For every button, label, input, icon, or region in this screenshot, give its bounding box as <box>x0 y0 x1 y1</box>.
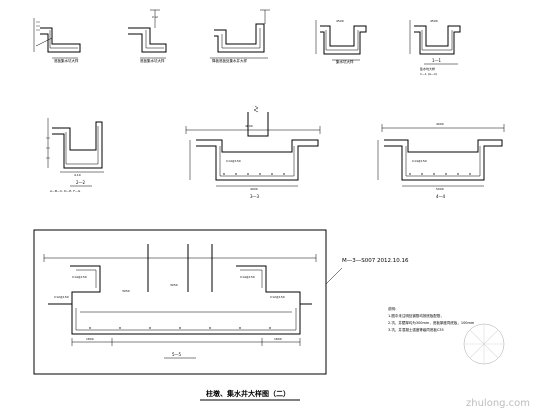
detail-7: 4000 C14@150 4000 3—3 <box>185 105 321 199</box>
sheet-title: 柱墩、集水井大样图（二） <box>206 389 290 398</box>
detail-8-rebar: C14@150 <box>412 159 427 163</box>
detail-7-rebar: C14@150 <box>226 159 241 163</box>
detail-4: 4500 集水坑大样 <box>315 19 367 64</box>
detail-1-caption: 底板集水坑大样 <box>54 58 79 63</box>
main-rebar-right: C14@150 <box>240 275 255 279</box>
detail-2: C12 底板集水坑大样 <box>128 9 167 63</box>
main-bottom-dim-2: 1800 <box>274 337 282 341</box>
watermark-logo <box>463 323 505 365</box>
detail-8-section: 4—4 <box>436 194 446 199</box>
detail-8-dim-top: 4000 <box>436 122 444 126</box>
revision-tag: M—3—S007 2012.10.16 <box>342 258 409 264</box>
watermark-text: zhulong.com <box>466 398 530 409</box>
main-detail: C14@150 C12@150 C14@150 C12@150 3050 305… <box>43 244 317 359</box>
detail-6-dim: 4.10 <box>74 173 81 177</box>
detail-4-caption: 集水坑大样 <box>336 59 354 64</box>
detail-5: 4500 1—1 集水坑大样 1—1 (A—C) <box>409 19 461 76</box>
detail-3: 降板底板处集水井大样 <box>210 9 270 63</box>
svg-text:4500: 4500 <box>336 19 344 23</box>
notes-line-1: 1.图中未注明处钢筋均按底板配筋， <box>388 313 444 318</box>
detail-6-note: A—B—C, D—E, F—G <box>50 189 81 193</box>
main-dim-2: 3050 <box>170 283 178 287</box>
svg-text:C12: C12 <box>152 15 158 19</box>
svg-text:C12@150: C12@150 <box>270 295 285 299</box>
notes-line-3: 3.坑、井混凝土强度等级同底板C35 <box>388 327 444 332</box>
main-rebar-left: C14@150 <box>72 275 87 279</box>
detail-6-section: 2—2 <box>76 180 86 185</box>
detail-5-caption: 集水坑大样 <box>420 66 435 71</box>
main-bottom-dim-1: 1800 <box>86 337 94 341</box>
detail-2-caption: 底板集水坑大样 <box>140 58 165 63</box>
notes-line-2: 2.坑、井壁厚均为300mm，底板厚度同底板，100mm <box>388 320 475 325</box>
main-dim-1: 3050 <box>122 289 130 293</box>
notes-block: 说明： 1.图中未注明处钢筋均按底板配筋， 2.坑、井壁厚均为300mm，底板厚… <box>388 306 475 332</box>
notes-heading: 说明： <box>388 306 399 311</box>
detail-7-section: 3—3 <box>250 194 260 199</box>
main-detail-frame <box>33 229 327 375</box>
revision-leader <box>325 267 343 285</box>
detail-8: 4000 C14@150 5000 4—4 <box>377 122 505 199</box>
main-section: 5—5 <box>172 352 182 357</box>
svg-text:C12@150: C12@150 <box>54 295 69 299</box>
detail-5-note: 1—1 (A—C) <box>420 72 437 76</box>
detail-5-section: 1—1 <box>432 58 442 63</box>
svg-text:4500: 4500 <box>430 19 438 23</box>
detail-8-dim-bottom: 5000 <box>436 187 444 191</box>
detail-3-caption: 降板底板处集水井大样 <box>212 58 247 63</box>
detail-1: 底板集水坑大样 <box>33 18 81 63</box>
detail-7-dim-bottom: 4000 <box>250 187 258 191</box>
detail-7-dim-top: 4000 <box>245 124 253 128</box>
detail-6: 4.10 2—2 A—B—C, D—E, F—G <box>46 118 104 193</box>
